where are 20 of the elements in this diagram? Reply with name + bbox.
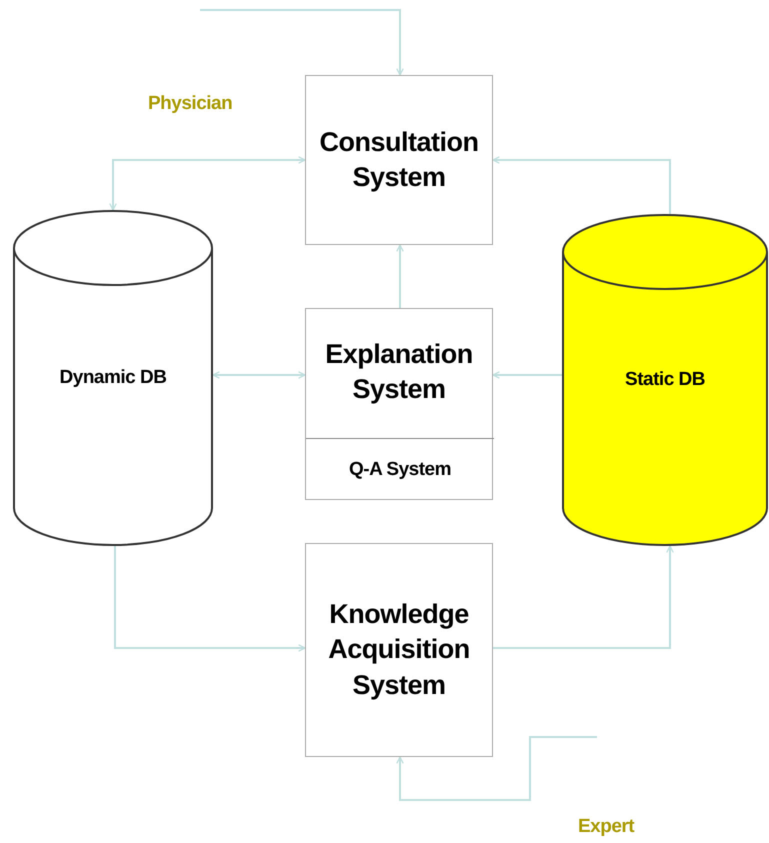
connector-arrow [114, 546, 306, 652]
connector-arrow [492, 156, 671, 214]
node-label: Explanation System [324, 338, 474, 406]
process-box [305, 308, 493, 500]
process-box [305, 75, 493, 245]
node-label: Knowledge Acquisition System [327, 598, 471, 702]
connector-arrow [212, 371, 306, 379]
connector-arrow [493, 545, 674, 649]
node-label: Dynamic DB [60, 366, 166, 390]
node-label: Consultation System [318, 126, 480, 194]
process-box [305, 543, 493, 757]
connector-arrow [396, 244, 404, 308]
role-label: Physician [148, 93, 232, 115]
connector-arrow [492, 371, 562, 379]
node-label: Static DB [625, 368, 705, 392]
node-label: Q-A System [349, 458, 451, 482]
role-label: Expert [578, 816, 634, 838]
connector-arrow [396, 736, 597, 801]
connector-arrow [109, 156, 306, 211]
connector-arrow [200, 9, 404, 76]
